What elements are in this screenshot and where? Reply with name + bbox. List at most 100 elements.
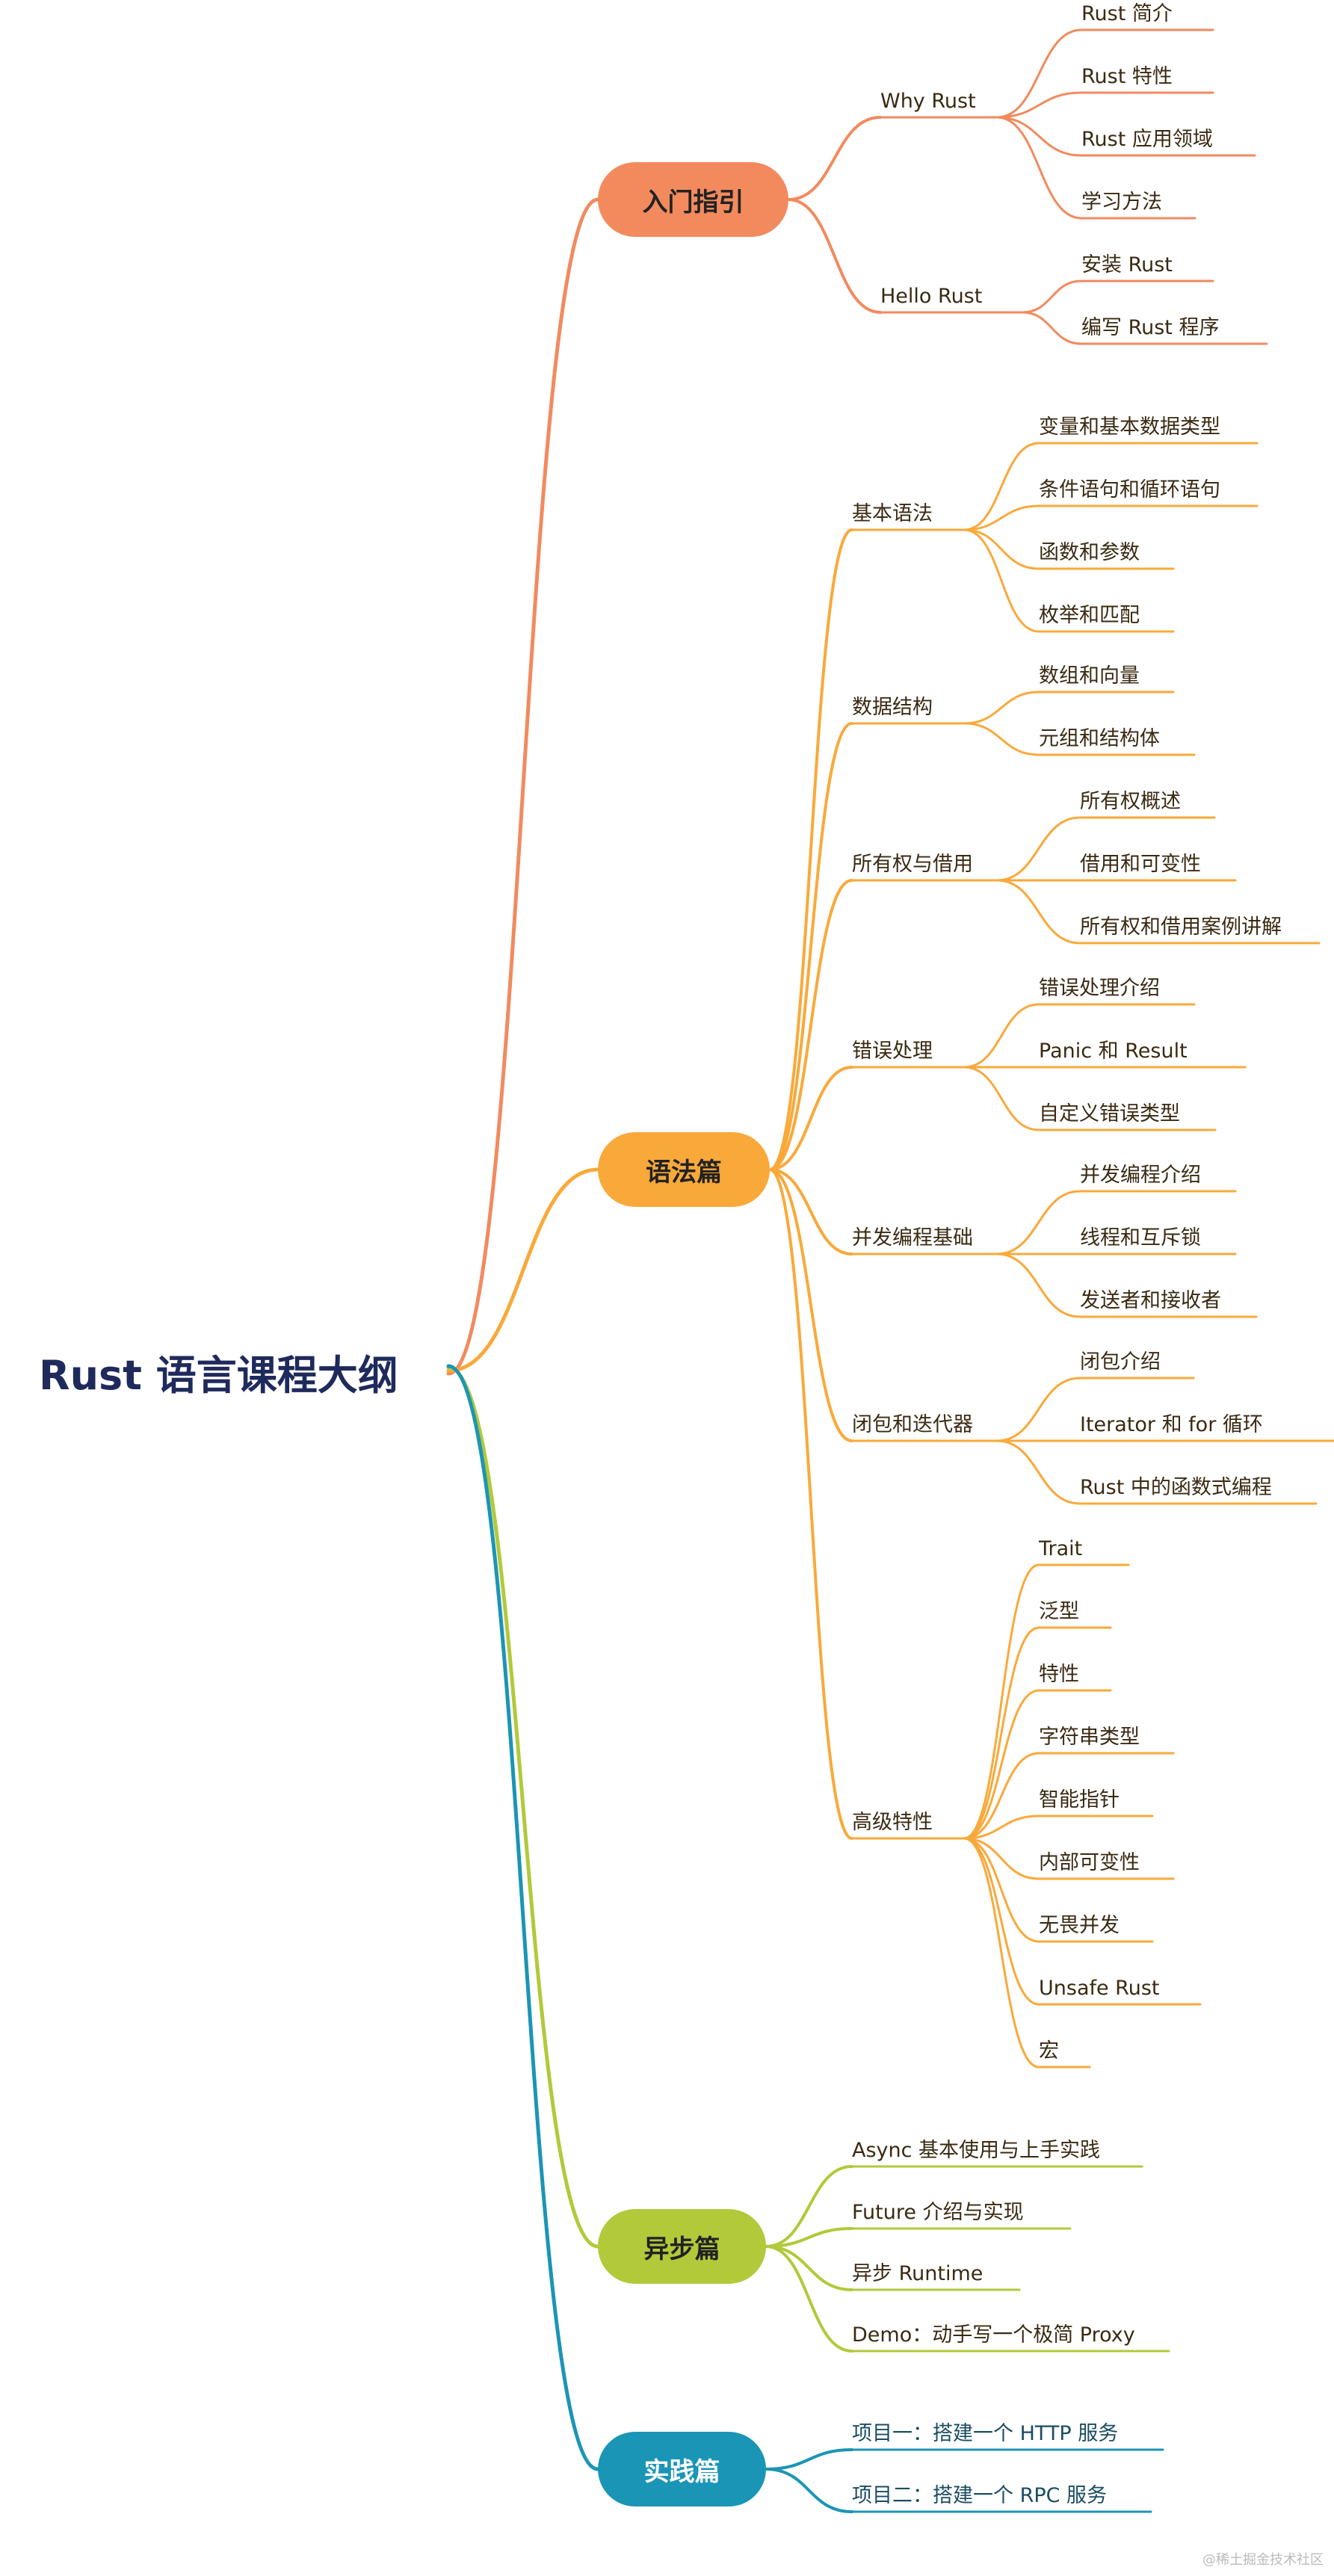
- leaf-link: [995, 879, 1081, 945]
- leaf-link: [963, 1814, 1040, 1840]
- leaf-label: 无畏并发: [1039, 1914, 1120, 1937]
- leaf-link: [963, 1837, 1040, 1880]
- group-label: Hello Rust: [880, 285, 983, 308]
- leaf-link: [963, 1563, 1040, 1840]
- group-label: 高级特性: [852, 1811, 933, 1834]
- watermark: @稀土掘金技术社区: [1202, 2552, 1324, 2568]
- leaf-link: [963, 722, 1040, 756]
- root-title: Rust 语言课程大纲: [39, 1352, 398, 1399]
- leaf-label: Rust 应用领域: [1081, 128, 1213, 151]
- leaf-label: Rust 特性: [1081, 65, 1173, 88]
- leaf-link: [963, 1003, 1040, 1069]
- trunk-async: [446, 1365, 600, 2249]
- leaf-link: [995, 1377, 1081, 1442]
- trunk-syntax: [446, 1167, 600, 1373]
- group-label: 数据结构: [852, 696, 933, 719]
- leaf-label: 发送者和接收者: [1080, 1289, 1221, 1312]
- group-label: 所有权与借用: [852, 853, 973, 876]
- leaf-label: 条件语句和循环语句: [1039, 478, 1220, 501]
- leaf-label: Unsafe Rust: [1039, 1977, 1160, 2000]
- leaf-label: Iterator 和 for 循环: [1080, 1413, 1263, 1436]
- section-practice[interactable]: 实践篇: [598, 2432, 766, 2506]
- branch-intro: [787, 198, 882, 314]
- section-syntax[interactable]: 语法篇: [598, 1132, 770, 1207]
- leaf-label: 字符串类型: [1039, 1726, 1140, 1749]
- leaf-label: Rust 中的函数式编程: [1080, 1476, 1272, 1499]
- leaf-label: 编写 Rust 程序: [1081, 316, 1220, 339]
- branch-async: [765, 2165, 853, 2248]
- leaf-label: 自定义错误类型: [1039, 1102, 1180, 1125]
- group-label: 基本语法: [852, 502, 933, 525]
- leaf-label: 异步 Runtime: [852, 2262, 983, 2285]
- leaf-link: [995, 91, 1083, 119]
- leaf-label: 特性: [1039, 1663, 1079, 1686]
- section-intro[interactable]: 入门指引: [598, 162, 788, 237]
- leaf-label: Async 基本使用与上手实践: [852, 2139, 1101, 2162]
- branch-syntax: [768, 1066, 853, 1171]
- group-label: 并发编程基础: [852, 1226, 973, 1250]
- leaf-link: [963, 1837, 1040, 2006]
- leaf-label: 数组和向量: [1039, 664, 1140, 688]
- leaf-link: [963, 691, 1040, 725]
- leaf-link: [995, 816, 1081, 882]
- leaf-link: [963, 1837, 1040, 1943]
- branch-intro: [787, 116, 882, 201]
- leaf-label: 枚举和匹配: [1039, 604, 1140, 627]
- leaf-label: 内部可变性: [1039, 1851, 1140, 1874]
- leaf-link: [963, 1837, 1040, 2069]
- leaf-label: 线程和互斥锁: [1080, 1226, 1201, 1250]
- branch-syntax: [768, 1168, 853, 1840]
- leaf-label: Trait: [1039, 1537, 1083, 1560]
- leaf-link: [963, 1626, 1040, 1840]
- leaf-label: 所有权概述: [1080, 790, 1181, 813]
- leaf-link: [1021, 279, 1083, 314]
- leaf-label: 错误处理介绍: [1039, 977, 1160, 1000]
- leaf-label: 智能指针: [1039, 1788, 1120, 1811]
- leaf-link: [963, 504, 1040, 531]
- group-label: Why Rust: [880, 90, 976, 113]
- trunk-intro: [446, 197, 600, 1376]
- branch-async: [765, 2245, 853, 2291]
- leaf-label: 项目二：搭建一个 RPC 服务: [852, 2484, 1108, 2507]
- branch-syntax: [768, 1168, 853, 1255]
- branch-syntax: [768, 1168, 853, 1442]
- leaf-label: 元组和结构体: [1039, 727, 1160, 750]
- leaf-link: [995, 116, 1083, 157]
- branch-syntax: [768, 879, 853, 1171]
- trunk-practice: [446, 1364, 600, 2471]
- branch-async: [765, 2245, 853, 2353]
- leaf-label: Future 介绍与实现: [852, 2201, 1024, 2224]
- branch-syntax: [768, 528, 853, 1171]
- branch-practice: [765, 2468, 853, 2513]
- leaf-link: [995, 28, 1083, 119]
- section-async[interactable]: 异步篇: [598, 2209, 766, 2284]
- leaf-label: 闭包介绍: [1080, 1350, 1161, 1374]
- leaf-label: 函数和参数: [1039, 541, 1140, 564]
- leaf-link: [995, 1439, 1081, 1505]
- leaf-label: Panic 和 Result: [1039, 1040, 1188, 1063]
- leaf-link: [995, 1253, 1081, 1318]
- leaf-label: 安装 Rust: [1081, 253, 1173, 277]
- leaf-label: Demo：动手写一个极简 Proxy: [852, 2323, 1135, 2347]
- leaf-link: [963, 1066, 1040, 1131]
- group-label: 错误处理: [852, 1040, 933, 1063]
- leaf-label: 借用和可变性: [1080, 853, 1201, 876]
- leaf-link: [963, 528, 1040, 633]
- leaf-label: 学习方法: [1081, 191, 1162, 214]
- leaf-link: [963, 528, 1040, 570]
- leaf-link: [995, 1190, 1081, 1255]
- branch-syntax: [768, 722, 853, 1171]
- leaf-label: 所有权和借用案例讲解: [1080, 915, 1282, 939]
- leaf-link: [995, 116, 1083, 220]
- leaf-link: [963, 1689, 1040, 1840]
- leaf-label: 项目一：搭建一个 HTTP 服务: [852, 2422, 1119, 2445]
- group-label: 闭包和迭代器: [852, 1413, 973, 1436]
- leaf-link: [963, 442, 1040, 531]
- leaf-label: 宏: [1039, 2039, 1059, 2063]
- leaf-label: Rust 简介: [1081, 2, 1173, 25]
- leaf-label: 变量和基本数据类型: [1039, 416, 1220, 439]
- leaf-link: [963, 1752, 1040, 1840]
- branch-async: [765, 2227, 853, 2248]
- branch-practice: [765, 2448, 853, 2471]
